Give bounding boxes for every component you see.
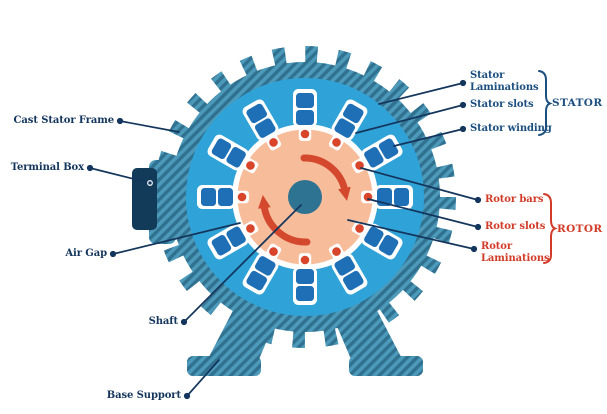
leader-stator-laminations: [378, 82, 464, 105]
shaft: [288, 180, 322, 214]
dot-shaft: [180, 318, 188, 326]
label-shaft: Shaft: [148, 316, 179, 327]
leader-rotor-laminations: [347, 219, 475, 250]
leader-stator-winding: [393, 128, 464, 147]
dot-stator-laminations: [459, 79, 467, 87]
label-air-gap: Air Gap: [65, 248, 107, 259]
rotation-arrows: [257, 154, 351, 246]
label-stator-winding: Stator winding: [470, 123, 552, 134]
dot-terminal-box: [86, 164, 94, 172]
dot-air-gap: [109, 250, 117, 258]
dot-stator-winding: [459, 125, 467, 133]
label-stator-group: STATOR: [552, 97, 603, 109]
dot-stator-slots: [459, 101, 467, 109]
leader-shaft: [183, 204, 302, 323]
cooling-fins: [154, 46, 456, 348]
leader-rotor-slots: [367, 198, 479, 228]
dot-rotor-bars: [474, 196, 482, 204]
leader-base-support: [186, 359, 220, 397]
label-cast-stator-frame: Cast Stator Frame: [13, 115, 115, 126]
label-rotor-slots: Rotor slots: [485, 221, 546, 232]
dot-base-support: [183, 392, 191, 400]
leader-cast-stator-frame: [119, 120, 180, 133]
rotation-arrow-bottom-icon: [257, 194, 311, 246]
leader-lines: [89, 82, 479, 397]
label-terminal-box: Terminal Box: [10, 162, 84, 173]
label-stator-laminations: Stator Laminations: [470, 70, 539, 93]
motor-body: [132, 46, 456, 376]
rotation-arrow-top-icon: [300, 154, 351, 201]
label-rotor-bars: Rotor bars: [485, 194, 544, 205]
terminal-box-pointer-ring: [147, 180, 153, 186]
label-stator-slots: Stator slots: [470, 99, 534, 110]
leader-stator-slots: [355, 104, 464, 134]
terminal-box: [132, 168, 157, 230]
dot-rotor-slots: [474, 223, 482, 231]
rotor-group-brace: [543, 193, 558, 264]
dot-cast-stator-frame: [116, 117, 124, 125]
leader-terminal-box: [89, 167, 151, 184]
stator-group-brace: [538, 70, 553, 136]
label-base-support: Base Support: [106, 390, 181, 401]
label-rotor-group: ROTOR: [557, 223, 603, 235]
leader-dots: [86, 79, 482, 400]
leader-rotor-bars: [360, 167, 479, 201]
label-rotor-laminations: Rotor Laminations: [481, 241, 550, 264]
leader-air-gap: [112, 222, 241, 255]
dot-rotor-laminations: [470, 245, 478, 253]
